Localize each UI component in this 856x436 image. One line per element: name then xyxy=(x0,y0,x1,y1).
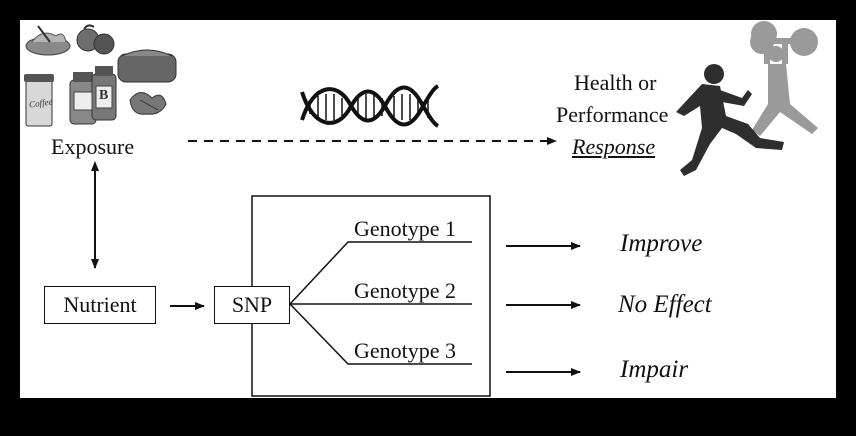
outcome-impair: Impair xyxy=(620,356,689,383)
nutrient-box: Nutrient xyxy=(44,286,156,324)
genotype-branches xyxy=(289,241,472,365)
snp-box: SNP xyxy=(214,286,290,324)
snp-label: SNP xyxy=(231,292,273,317)
vitamin-bottle-label: B xyxy=(99,88,109,103)
food-illustration xyxy=(24,24,177,127)
exposure-label: Exposure xyxy=(51,134,135,159)
genotype-3-label: Genotype 3 xyxy=(354,338,457,363)
genotype-2-label: Genotype 2 xyxy=(354,278,457,303)
genotype-1-label: Genotype 1 xyxy=(354,216,457,241)
health-label-line1: Health or xyxy=(574,70,657,95)
health-label-line2: Performance xyxy=(556,102,669,127)
health-label-line3: Response xyxy=(572,134,656,159)
athletes-illustration xyxy=(676,21,818,176)
outcome-improve: Improve xyxy=(620,230,703,257)
nutrient-label: Nutrient xyxy=(63,292,137,317)
outcome-no-effect: No Effect xyxy=(618,291,712,318)
diagram-graphics xyxy=(24,21,818,397)
dna-helix-icon xyxy=(300,84,440,128)
diagram-canvas: Coffee B Exposure Health or Performance … xyxy=(20,20,836,398)
